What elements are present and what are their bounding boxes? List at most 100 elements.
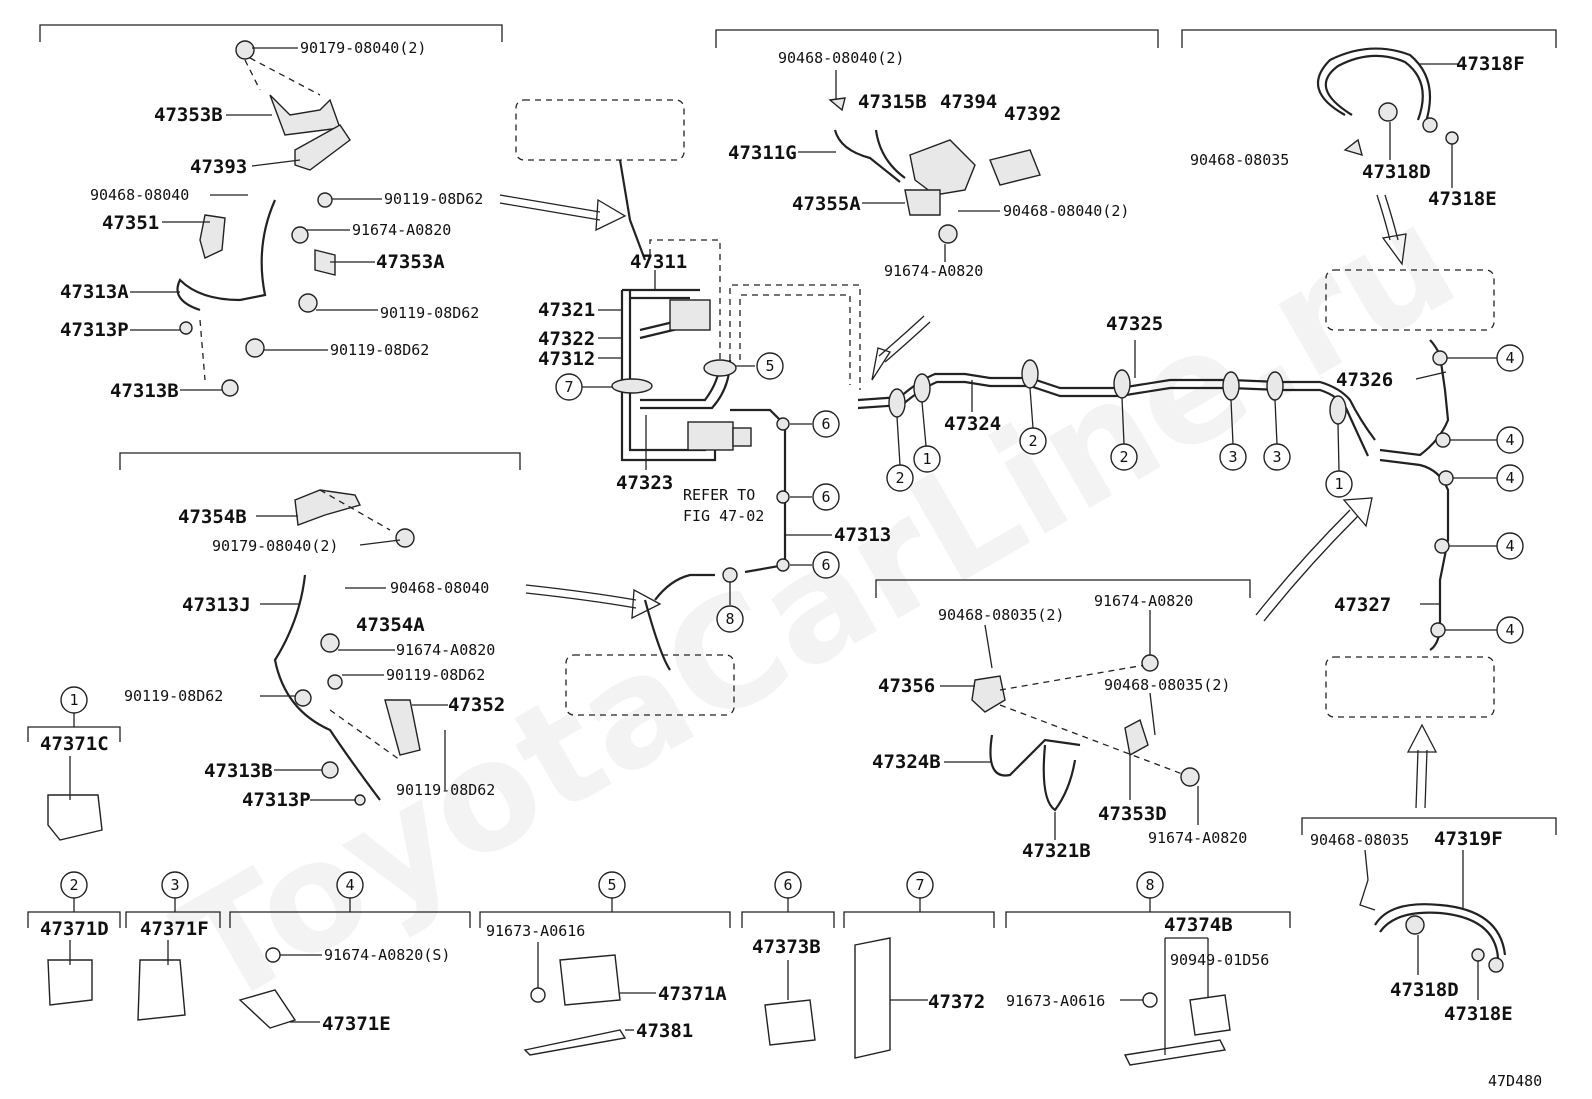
part-label: 47355A — [792, 193, 861, 215]
part-label: 47393 — [190, 156, 247, 178]
upper-mid-assembly — [828, 97, 1041, 244]
part-label: 90179-08040(2) — [212, 537, 338, 555]
part-label: 47318D — [1362, 161, 1431, 183]
top-left-assembly — [176, 40, 351, 397]
part-label: 47313P — [60, 319, 129, 341]
part-label: 47311 — [630, 251, 687, 273]
junction-parts — [611, 299, 752, 451]
part-label: 47394 — [940, 91, 997, 113]
callout-1: 1 — [922, 450, 931, 468]
part-label: 47353B — [154, 104, 223, 126]
part-label: 47326 — [1336, 369, 1393, 391]
part-label: 47352 — [448, 694, 505, 716]
legend-part-label: 47374B — [1164, 914, 1233, 936]
part-label: 47324 — [944, 413, 1001, 435]
legend-num-1: 1 — [69, 691, 78, 709]
callout-7: 7 — [564, 378, 573, 396]
legend-bolt-label: 91673-A0616 — [1006, 992, 1105, 1010]
callout-4: 4 — [1505, 621, 1514, 639]
legend-part-label: 47372 — [928, 991, 985, 1013]
vehicle-outline-boxes — [515, 99, 1495, 718]
legend-num-8: 8 — [1145, 876, 1154, 894]
part-label: 47311G — [728, 142, 797, 164]
legend-num-3: 3 — [170, 876, 179, 894]
part-label: 90468-08035(2) — [938, 606, 1064, 624]
legend-part-label: 47371D — [40, 918, 109, 940]
callout-circles: 5 6 6 6 7 8 2 1 2 2 3 3 1 4 4 — [60, 344, 1524, 899]
callout-2: 2 — [895, 469, 904, 487]
part-label: 90119-08D62 — [380, 304, 479, 322]
legend-num-4: 4 — [345, 876, 354, 894]
part-label: 47318F — [1456, 53, 1525, 75]
callout-3: 3 — [1228, 448, 1237, 466]
part-label: 47313B — [204, 760, 273, 782]
part-label: 47325 — [1106, 313, 1163, 335]
callout-2: 2 — [1119, 448, 1128, 466]
part-label: 47323 — [616, 472, 673, 494]
callout-1: 1 — [1334, 475, 1343, 493]
part-label: 47321 — [538, 299, 595, 321]
part-label: 47392 — [1004, 103, 1061, 125]
direction-arrows — [499, 194, 1438, 809]
part-label: 47312 — [538, 348, 595, 370]
part-label: 90119-08D62 — [396, 781, 495, 799]
part-label: 47313B — [110, 380, 179, 402]
part-label: 47318D — [1390, 979, 1459, 1001]
part-label: 47313P — [242, 789, 311, 811]
part-label: 47318E — [1444, 1003, 1513, 1025]
callout-8: 8 — [725, 610, 734, 628]
part-label: 91674-A0820 — [1094, 592, 1193, 610]
refer-note-line1: REFER TO — [683, 486, 755, 504]
part-label: 47354B — [178, 506, 247, 528]
part-label: 90119-08D62 — [330, 341, 429, 359]
part-label: 47321B — [1022, 840, 1091, 862]
legend-part-label: 47373B — [752, 936, 821, 958]
part-label: 91674-A0820 — [396, 641, 495, 659]
legend-clip-label: 90949-01D56 — [1170, 951, 1269, 969]
legend-part-label: 47371F — [140, 918, 209, 940]
top-right-assembly — [1316, 47, 1459, 157]
part-label: 47322 — [538, 328, 595, 350]
legend-bolt-label: 91673-A0616 — [486, 922, 585, 940]
main-brake-lines — [618, 159, 1450, 671]
callout-6: 6 — [821, 556, 830, 574]
part-label: 91674-A0820 — [352, 221, 451, 239]
callout-3: 3 — [1272, 448, 1281, 466]
legend-num-6: 6 — [783, 876, 792, 894]
part-label: 90468-08040 — [390, 579, 489, 597]
part-label: 47313J — [182, 594, 251, 616]
part-label: 91674-A0820 — [884, 262, 983, 280]
part-label: 47324B — [872, 751, 941, 773]
part-label: 90468-08035 — [1310, 831, 1409, 849]
legend-part-label: 47371E — [322, 1013, 391, 1035]
part-label: 90468-08040(2) — [1003, 202, 1129, 220]
refer-note-line2: FIG 47-02 — [683, 507, 764, 525]
callout-4: 4 — [1505, 537, 1514, 555]
part-label: 90119-08D62 — [386, 666, 485, 684]
callout-2: 2 — [1028, 432, 1037, 450]
middle-left-assembly — [273, 489, 421, 806]
part-label: 90468-08040(2) — [778, 49, 904, 67]
part-label: 90119-08D62 — [124, 687, 223, 705]
part-label: 47318E — [1428, 188, 1497, 210]
line-clamps — [722, 350, 1454, 638]
part-labels: 90179-08040(2) 47353B 47393 90468-08040 … — [40, 39, 1542, 1090]
part-label: 47353D — [1098, 803, 1167, 825]
legend-num-2: 2 — [69, 876, 78, 894]
part-label: 47315B — [858, 91, 927, 113]
legend-num-5: 5 — [607, 876, 616, 894]
lower-mid-assembly — [971, 654, 1200, 812]
callout-4: 4 — [1505, 431, 1514, 449]
part-label: 47313A — [60, 281, 129, 303]
part-label: 47319F — [1434, 828, 1503, 850]
lower-right-assembly — [1359, 879, 1507, 973]
part-label: 47353A — [376, 251, 445, 273]
callout-6: 6 — [821, 488, 830, 506]
part-label: 47313 — [834, 524, 891, 546]
part-label: 47354A — [356, 614, 425, 636]
group-brackets — [27, 24, 1557, 928]
part-label: 47351 — [102, 212, 159, 234]
legend-part-label: 47371A — [658, 983, 727, 1005]
legend-num-7: 7 — [915, 876, 924, 894]
